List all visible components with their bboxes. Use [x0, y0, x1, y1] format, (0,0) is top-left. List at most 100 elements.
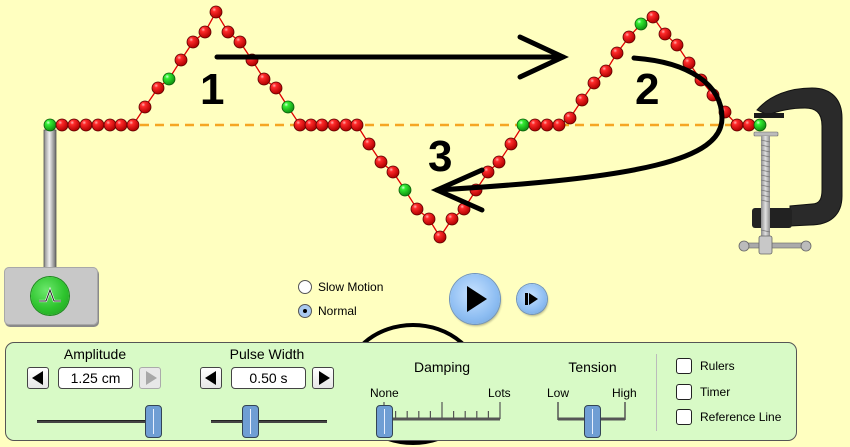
string-bead — [552, 118, 566, 132]
string-bead — [587, 76, 601, 90]
arrow-right-annotation — [214, 34, 569, 80]
pulse-width-increase-button[interactable] — [312, 367, 334, 389]
checkbox-reference-line-box[interactable] — [676, 409, 692, 425]
annotation-label-1: 1 — [200, 65, 225, 114]
checkbox-reference-line[interactable]: Reference Line — [676, 409, 781, 425]
string-bead — [221, 25, 235, 39]
damping-max-label: Lots — [488, 386, 511, 400]
string-bead — [174, 53, 188, 67]
string-bead — [198, 25, 212, 39]
control-panel — [5, 342, 797, 441]
checkbox-rulers-label: Rulers — [700, 359, 735, 373]
string-bead — [540, 118, 554, 132]
string-bead — [646, 10, 660, 24]
pulse-width-title: Pulse Width — [229, 346, 305, 362]
pulse-width-decrease-button[interactable] — [200, 367, 222, 389]
radio-slow-motion[interactable]: Slow Motion — [298, 280, 383, 294]
damping-slider-track[interactable] — [380, 400, 505, 424]
string-bead — [422, 212, 436, 226]
radio-normal-indicator[interactable] — [298, 304, 312, 318]
checkbox-timer[interactable]: Timer — [676, 384, 730, 400]
checkbox-reference-line-label: Reference Line — [700, 410, 782, 424]
string-bead — [658, 27, 672, 41]
amplitude-title: Amplitude — [63, 346, 127, 362]
step-button[interactable] — [517, 284, 547, 314]
string-bead — [138, 100, 152, 114]
string-bead-green[interactable] — [43, 118, 57, 132]
string-bead — [350, 118, 364, 132]
annotation-label-2: 2 — [635, 65, 660, 114]
string-bead — [103, 118, 117, 132]
string-bead — [599, 64, 613, 78]
play-icon — [467, 286, 487, 312]
string-bead — [374, 155, 388, 169]
step-icon — [525, 293, 538, 305]
string-bead — [339, 118, 353, 132]
string-bead-green — [753, 118, 767, 132]
amplitude-slider-thumb[interactable] — [144, 405, 162, 438]
string-bead — [445, 212, 459, 226]
amplitude-decrease-button[interactable] — [27, 367, 49, 389]
string-bead — [209, 5, 223, 19]
checkbox-rulers-box[interactable] — [676, 358, 692, 374]
string-bead — [55, 118, 69, 132]
string-bead — [91, 118, 105, 132]
tension-min-label: Low — [547, 386, 570, 400]
string-bead — [504, 137, 518, 151]
radio-normal-label: Normal — [318, 304, 357, 318]
string-bead — [433, 230, 447, 244]
string-bead-green — [634, 17, 648, 31]
panel-separator — [656, 354, 657, 431]
left-arrow-icon — [205, 371, 216, 385]
pulse-width-slider-thumb[interactable] — [242, 405, 260, 438]
pulse-icon — [39, 286, 61, 303]
string-bead — [670, 38, 684, 52]
radio-normal[interactable]: Normal — [298, 304, 357, 318]
string-bead-green — [516, 118, 530, 132]
amplitude-value: 1.25 cm — [58, 367, 133, 389]
left-arrow-icon — [32, 371, 43, 385]
string-bead — [67, 118, 81, 132]
string-bead — [622, 30, 636, 44]
string-bead-green — [281, 100, 295, 114]
pulse-width-value: 0.50 s — [231, 367, 306, 389]
string-bead — [610, 46, 624, 60]
amplitude-slider-track[interactable] — [37, 420, 159, 423]
damping-slider-thumb[interactable] — [375, 405, 393, 438]
clamp-icon — [738, 87, 843, 255]
string-bead — [151, 81, 165, 95]
string-bead — [492, 155, 506, 169]
string-bead — [126, 118, 140, 132]
string-beads — [43, 5, 767, 244]
string-bead — [79, 118, 93, 132]
string-bead — [257, 72, 271, 86]
string-bead — [528, 118, 542, 132]
arrow-curved-return-annotation — [430, 55, 725, 213]
damping-min-label: None — [370, 386, 399, 400]
annotation-label-3: 3 — [428, 132, 453, 181]
pulse-width-slider-track[interactable] — [211, 420, 327, 423]
string-bead — [293, 118, 307, 132]
radio-slow-motion-indicator[interactable] — [298, 280, 312, 294]
string-bead — [730, 118, 744, 132]
string-bead — [563, 111, 577, 125]
string-bead — [386, 165, 400, 179]
damping-title: Damping — [413, 359, 471, 375]
pulse-button[interactable] — [31, 277, 69, 315]
play-button[interactable] — [450, 274, 500, 324]
tension-slider-thumb[interactable] — [583, 405, 601, 438]
tension-max-label: High — [612, 386, 637, 400]
string-bead — [327, 118, 341, 132]
radio-slow-motion-label: Slow Motion — [318, 280, 384, 294]
right-arrow-icon — [146, 371, 157, 385]
amplitude-increase-button[interactable] — [139, 367, 161, 389]
generator-post — [43, 129, 57, 271]
string-bead — [742, 118, 756, 132]
string-bead-green — [162, 72, 176, 86]
string-bead — [114, 118, 128, 132]
checkbox-timer-box[interactable] — [676, 384, 692, 400]
checkbox-rulers[interactable]: Rulers — [676, 358, 735, 374]
string-bead — [186, 35, 200, 49]
string-bead — [315, 118, 329, 132]
